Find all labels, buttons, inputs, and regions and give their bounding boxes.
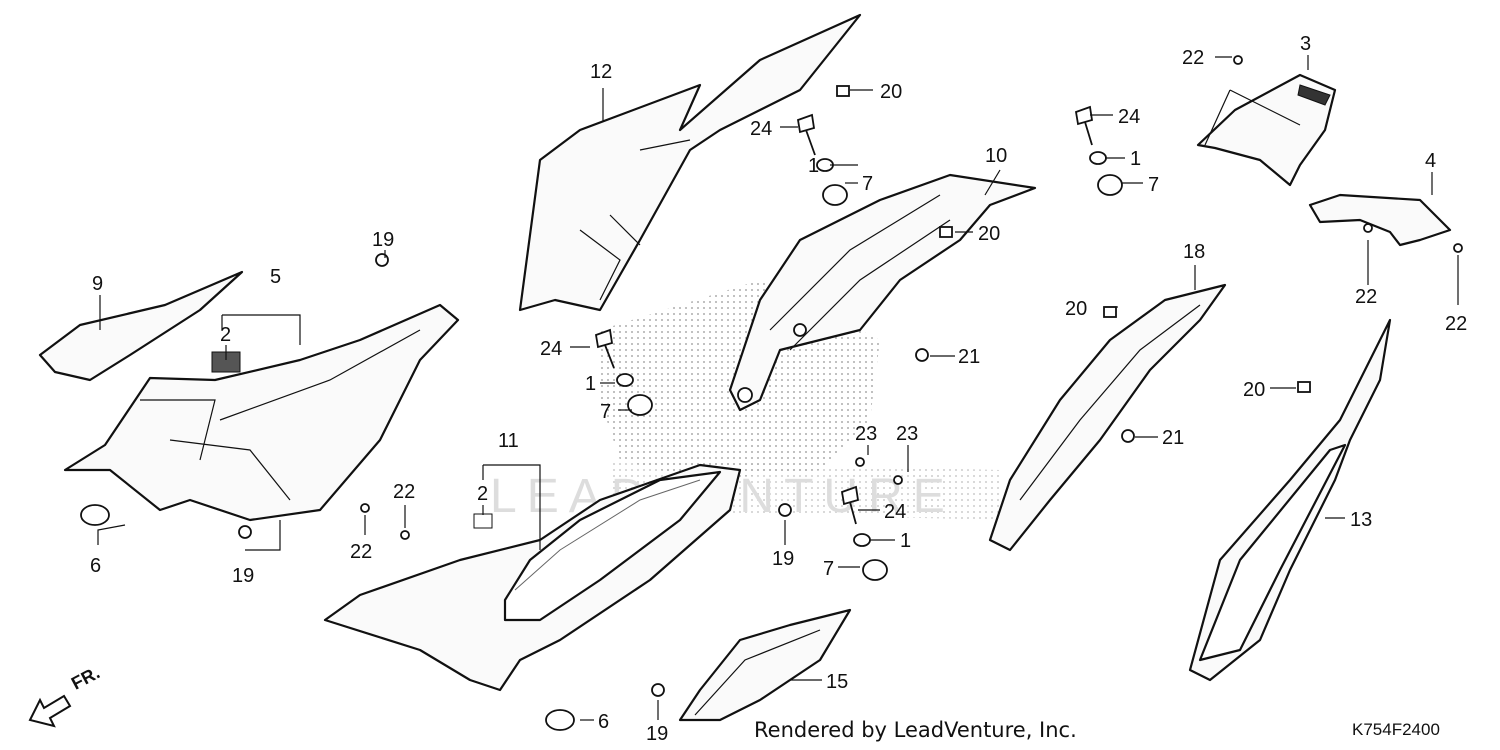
callout-18: 18 xyxy=(1183,241,1205,263)
callout-12: 12 xyxy=(590,61,612,83)
screw-22a xyxy=(360,503,370,513)
callout-20: 20 xyxy=(978,223,1000,245)
callout-4: 4 xyxy=(1425,150,1436,172)
collar-1c xyxy=(616,373,634,387)
part-12-cowl xyxy=(518,13,862,312)
callout-20: 20 xyxy=(1065,298,1087,320)
screw-23b xyxy=(893,475,903,485)
callout-22: 22 xyxy=(1355,286,1377,308)
screw-22e xyxy=(1453,243,1463,253)
callout-24: 24 xyxy=(1118,106,1140,128)
footer-credit: Rendered by LeadVenture, Inc. xyxy=(754,718,1077,742)
grommet-6b xyxy=(545,709,575,731)
clip-20b xyxy=(939,226,953,238)
part-9-left-panel xyxy=(38,270,244,382)
callout-21: 21 xyxy=(1162,427,1184,449)
diagram-reference-code: K754F2400 xyxy=(1352,720,1440,739)
bolt-24b xyxy=(1074,105,1094,146)
callout-7: 7 xyxy=(600,401,611,423)
collar-1d xyxy=(853,533,871,547)
callout-3: 3 xyxy=(1300,33,1311,55)
callout-19: 19 xyxy=(372,229,394,251)
callout-5: 5 xyxy=(270,266,281,288)
callout-20: 20 xyxy=(880,81,902,103)
callout-22: 22 xyxy=(350,541,372,563)
callout-24: 24 xyxy=(540,338,562,360)
callout-15: 15 xyxy=(826,671,848,693)
screw-19c xyxy=(778,503,792,517)
callout-7: 7 xyxy=(823,558,834,580)
hardware xyxy=(80,55,1463,731)
grommet-7c xyxy=(627,394,653,416)
callout-2: 2 xyxy=(477,483,488,505)
part-10-center-cover xyxy=(728,173,1037,412)
callout-24: 24 xyxy=(884,501,906,523)
part-5-left-cover xyxy=(63,303,460,522)
callout-6: 6 xyxy=(598,711,609,733)
leader-lines xyxy=(97,55,1459,721)
screw-22c xyxy=(1233,55,1243,65)
screw-23a xyxy=(855,457,865,467)
callout-22: 22 xyxy=(1182,47,1204,69)
screw-22b xyxy=(400,530,410,540)
callout-1: 1 xyxy=(900,530,911,552)
bolt-24a xyxy=(796,113,816,156)
screw-19d xyxy=(651,683,665,697)
callout-2: 2 xyxy=(220,324,231,346)
callout-19: 19 xyxy=(772,548,794,570)
bolt-24d xyxy=(840,485,860,525)
callout-22: 22 xyxy=(1445,313,1467,335)
part-13-right-panel xyxy=(1188,318,1392,682)
part-3-tail-cover xyxy=(1196,73,1337,187)
grommet-6a xyxy=(80,504,110,526)
grommet-7d xyxy=(862,559,888,581)
callout-20: 20 xyxy=(1243,379,1265,401)
callout-10: 10 xyxy=(985,145,1007,167)
callout-1: 1 xyxy=(1130,148,1141,170)
bolt-24c xyxy=(594,328,615,369)
label-decal-2b xyxy=(473,513,493,529)
callout-6: 6 xyxy=(90,555,101,577)
callout-19: 19 xyxy=(646,723,668,745)
callout-11: 11 xyxy=(498,430,519,452)
callout-24: 24 xyxy=(750,118,772,140)
grommet-7b xyxy=(1097,174,1123,196)
grommet-7a xyxy=(822,184,848,206)
clip-21a xyxy=(915,348,929,362)
callout-23: 23 xyxy=(855,423,877,445)
clip-20c xyxy=(1103,306,1117,318)
callouts: 12 20 24 1 7 10 20 21 24 1 7 22 3 4 22 2… xyxy=(90,33,1467,745)
part-15-lower-trim xyxy=(678,608,852,722)
part-4-bracket xyxy=(1308,193,1452,247)
callout-7: 7 xyxy=(862,173,873,195)
collar-1b xyxy=(1089,151,1107,165)
callout-22: 22 xyxy=(393,481,415,503)
part-11-lower-cover xyxy=(323,463,742,692)
screw-22d xyxy=(1363,223,1373,233)
screw-19a xyxy=(375,253,389,267)
screw-19b xyxy=(238,525,252,539)
clip-20a xyxy=(836,85,850,97)
clip-21b xyxy=(1121,429,1135,443)
callout-21: 21 xyxy=(958,346,980,368)
front-arrow-icon xyxy=(28,694,72,728)
callout-13: 13 xyxy=(1350,509,1372,531)
part-18-right-frame xyxy=(988,283,1227,552)
callout-1: 1 xyxy=(585,373,596,395)
clip-20d xyxy=(1297,381,1311,393)
callout-1: 1 xyxy=(808,155,819,177)
callout-23: 23 xyxy=(896,423,918,445)
callout-7: 7 xyxy=(1148,174,1159,196)
callout-19: 19 xyxy=(232,565,254,587)
callout-9: 9 xyxy=(92,273,103,295)
